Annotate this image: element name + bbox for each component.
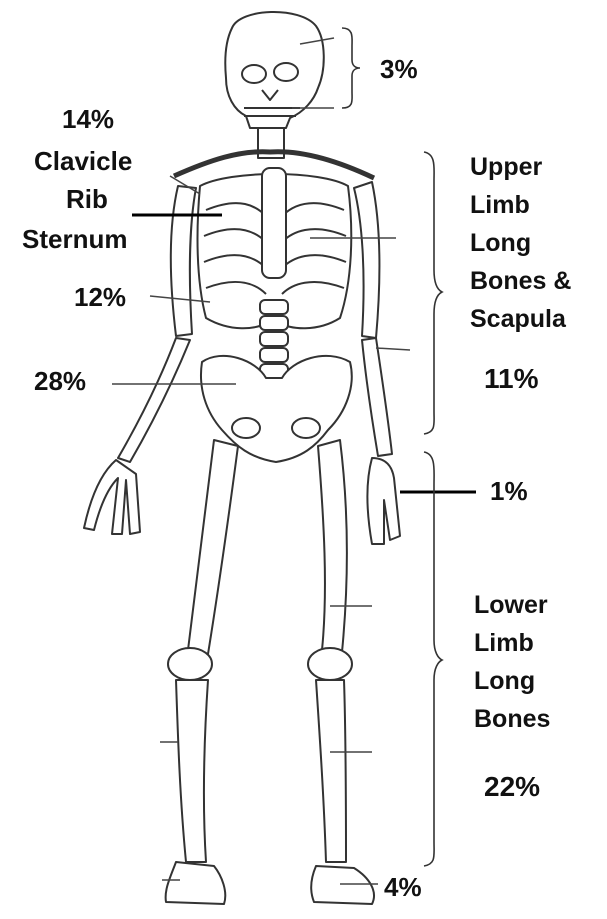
lower-limb-label: Lower Limb Long Bones [474,586,550,738]
lower-limb-line-4: Bones [474,700,550,738]
upper-limb-pct-label: 11% [484,360,539,398]
upper-limb-line-4: Bones & [470,262,571,300]
right-hand [368,458,401,544]
upper-limb-line-1: Upper [470,148,571,186]
upper-limb-line-3: Long [470,224,571,262]
lower-limb-pct-label: 22% [484,768,540,806]
left-hand [84,460,140,534]
left-forearm [118,338,190,462]
upper-limb-brace [424,152,442,434]
clavicle-group-pct-label: 14% [62,100,114,138]
left-foot [166,862,226,904]
upper-limb-label: Upper Limb Long Bones & Scapula [470,148,571,338]
left-femur [188,440,238,654]
hand-pct-label: 1% [490,472,528,510]
lower-limb-line-1: Lower [474,586,550,624]
skull-pct-label: 3% [380,50,418,88]
left-tibia [176,680,208,862]
upper-limb-line-2: Limb [470,186,571,224]
right-humerus [354,182,379,338]
vertebrae-pct-label: 12% [74,278,126,316]
rib-label: Rib [66,180,108,218]
right-forearm [362,338,392,456]
spine [260,300,288,378]
skull-brace [342,28,360,108]
lower-limb-line-2: Limb [474,624,550,662]
upper-limb-line-5: Scapula [470,300,571,338]
lower-limb-brace [424,452,442,866]
right-tibia [316,680,346,862]
clavicle-label: Clavicle [34,142,132,180]
pointer-lines [112,38,410,884]
right-foot [311,866,374,904]
foot-pct-label: 4% [384,868,422,906]
sternum [262,168,286,278]
pelvis-pct-label: 28% [34,362,86,400]
right-femur [318,440,347,652]
sternum-label: Sternum [22,220,127,258]
lower-limb-line-3: Long [474,662,550,700]
left-humerus [171,186,196,336]
